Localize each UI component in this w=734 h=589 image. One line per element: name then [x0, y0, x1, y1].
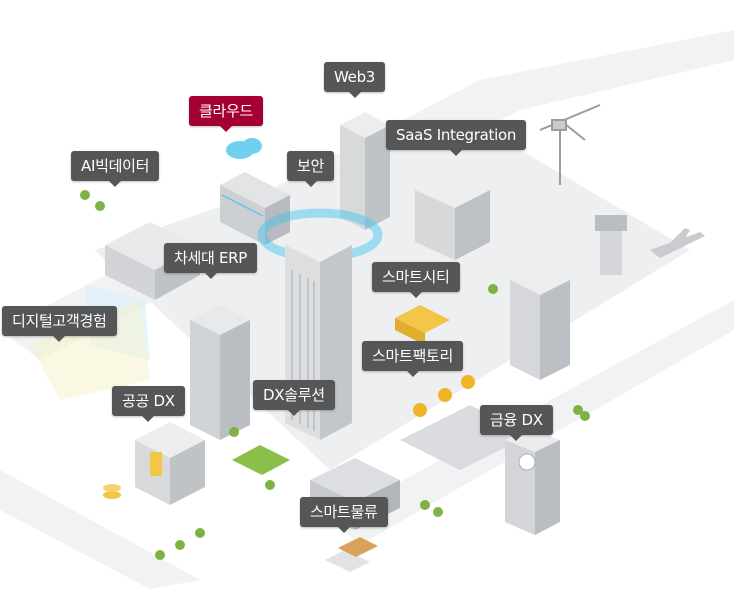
- tag-smart-logistics[interactable]: 스마트물류: [300, 497, 388, 533]
- tag-public-dx[interactable]: 공공 DX: [112, 386, 185, 422]
- crane-icon: [539, 104, 601, 185]
- cloud-icon: [226, 138, 262, 159]
- server-racks: [220, 172, 290, 245]
- tag-web3[interactable]: Web3: [324, 62, 386, 98]
- tag-smart-city[interactable]: 스마트시티: [372, 262, 460, 298]
- park-patch: [232, 445, 290, 475]
- delivery-truck-icon: [325, 537, 378, 572]
- erp-building: [190, 305, 250, 440]
- tag-security[interactable]: 보안: [287, 151, 335, 187]
- saas-building: [415, 172, 490, 260]
- control-tower-icon: [595, 215, 627, 275]
- tag-next-erp[interactable]: 차세대 ERP: [164, 243, 258, 279]
- web3-tower: [340, 112, 390, 230]
- tag-saas-integration[interactable]: SaaS Integration: [386, 120, 527, 156]
- finance-tower: [505, 428, 560, 535]
- right-tower: [510, 265, 570, 380]
- tag-ai-bigdata[interactable]: AI빅데이터: [71, 151, 160, 187]
- tag-digital-cx[interactable]: 디지털고객경험: [2, 306, 117, 342]
- tag-smart-factory[interactable]: 스마트팩토리: [362, 341, 464, 377]
- digital-cx-screen: [30, 285, 150, 400]
- tag-finance-dx[interactable]: 금융 DX: [480, 405, 553, 441]
- trees: [80, 190, 590, 560]
- tag-cloud[interactable]: 클라우드: [189, 96, 264, 132]
- bus-icon: [395, 305, 450, 345]
- bank-building: [135, 422, 205, 505]
- airplane-icon: [650, 228, 705, 258]
- ground-platform: [95, 120, 690, 470]
- tag-dx-solution[interactable]: DX솔루션: [253, 380, 335, 416]
- coin-stack-icon: [103, 484, 121, 499]
